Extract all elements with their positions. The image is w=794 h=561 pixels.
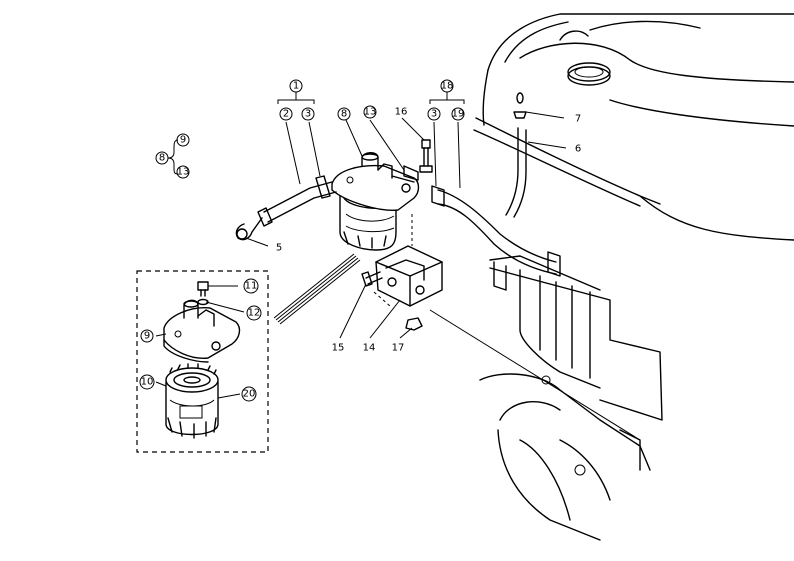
- fuel-tank: [473, 13, 794, 241]
- callout-12: 12: [248, 308, 261, 319]
- fuel-hose-19: [431, 185, 561, 277]
- hose-clip-7: [513, 92, 527, 119]
- callout-11: 11: [245, 281, 258, 292]
- callout-13: 13: [364, 107, 377, 118]
- bolt-16: [419, 139, 433, 173]
- callout-8: 8: [341, 109, 347, 120]
- callout-3-tank-hose: 3: [431, 109, 437, 120]
- callout-14: 14: [363, 343, 376, 354]
- callout-17: 17: [392, 343, 405, 354]
- callout-1: 1: [293, 81, 299, 92]
- tank-filler-cap: [567, 62, 611, 86]
- detail-box: [136, 270, 269, 453]
- callout-18: 18: [441, 81, 454, 92]
- callout-15: 15: [332, 343, 345, 354]
- callout-7: 7: [575, 114, 581, 125]
- callout-6: 6: [575, 144, 581, 155]
- callout-2: 2: [283, 109, 289, 120]
- filter-head-9: [163, 299, 241, 363]
- callout-16: 16: [395, 107, 408, 118]
- callout-5: 5: [276, 243, 282, 254]
- nut-17: [405, 317, 423, 331]
- fuel-hose-2: [235, 175, 337, 241]
- callout-8-brace: 8: [159, 153, 165, 164]
- washer-12: [197, 298, 209, 306]
- callout-9-detail: 9: [144, 331, 150, 342]
- guide-lines: [373, 214, 413, 307]
- bolt-15: [361, 271, 383, 287]
- leader-lines: [155, 92, 567, 399]
- callout-13-brace: 13: [177, 167, 190, 178]
- bleed-bolt-11: [197, 281, 209, 297]
- callout-19: 19: [452, 109, 465, 120]
- reference-band: [273, 253, 361, 325]
- fuel-filter-assembly: [331, 152, 420, 251]
- return-hose: [505, 127, 527, 218]
- filter-bracket-14: [375, 245, 443, 307]
- callout-labels: 1 2 3 8 13 16 18 3 19 7 6 5 8 9 13 15 14…: [139, 79, 581, 402]
- frame-structure: [429, 255, 663, 541]
- callout-20: 20: [243, 389, 256, 400]
- callout-3-hose-band: 3: [305, 109, 311, 120]
- filter-cartridge: [165, 363, 219, 439]
- callout-10: 10: [141, 377, 154, 388]
- callout-9-brace: 9: [180, 135, 186, 146]
